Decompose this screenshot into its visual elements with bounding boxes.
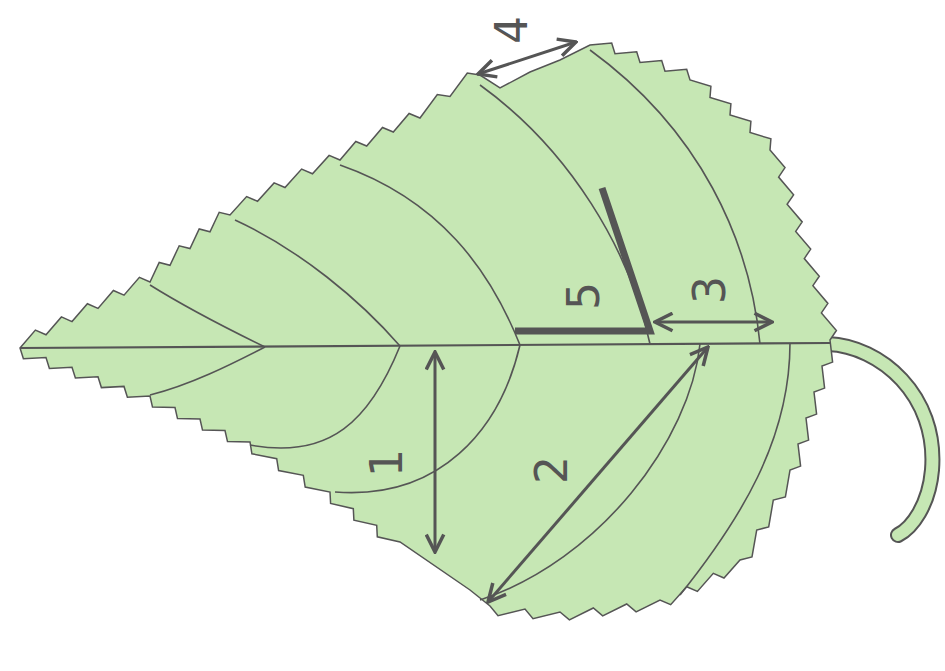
callout-number: 4 [490,16,534,44]
petiole-outline [828,344,932,535]
callout-number: 5 [562,282,606,310]
leaf-veins [20,50,830,600]
callout-number: 2 [530,456,574,484]
measure-arrow-2 [488,347,708,602]
measure-arrow-1 [434,352,437,552]
measure-arrow-3 [655,321,772,324]
measure-arrows [435,42,772,602]
callout-number: 1 [365,449,409,477]
measure-arrow-4 [478,42,576,74]
leaf-blade [20,43,836,620]
petiole [828,344,932,535]
callout-number: 3 [688,276,732,304]
measure-line-5 [515,188,650,331]
